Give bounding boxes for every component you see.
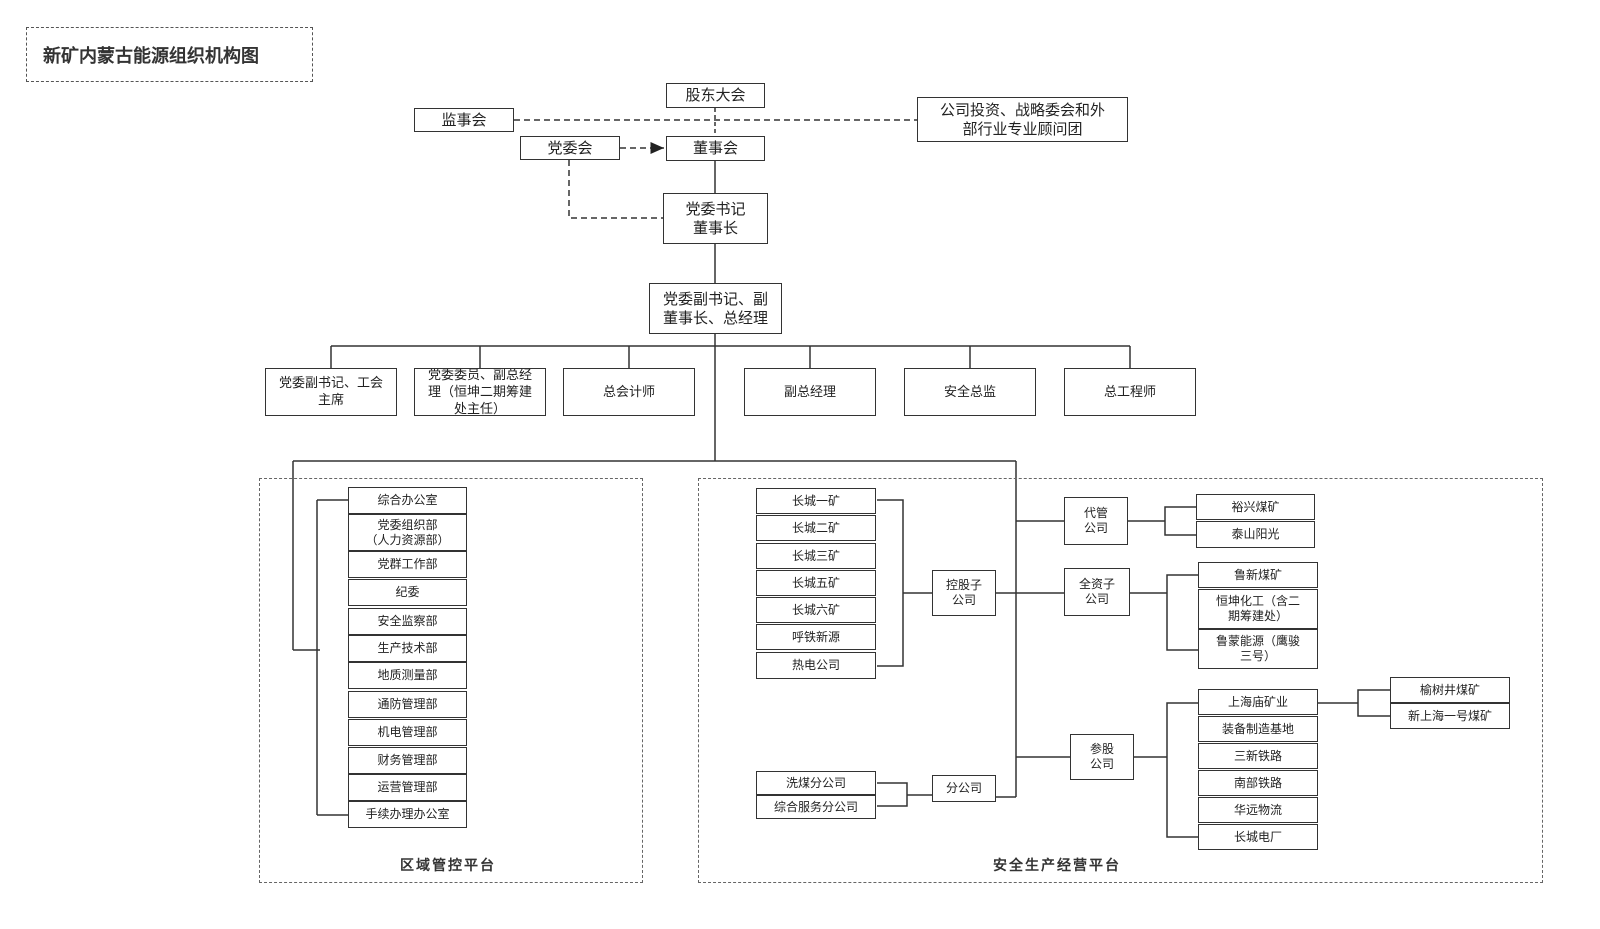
holding-unit-box: 长城三矿 <box>756 543 876 569</box>
department-box: 运营管理部 <box>348 774 467 801</box>
holding-unit-box: 长城一矿 <box>756 488 876 514</box>
equity-sub-unit-box: 榆树井煤矿 <box>1390 677 1510 703</box>
department-box: 通防管理部 <box>348 691 467 718</box>
party-committee-box: 党委会 <box>520 136 620 160</box>
equity-unit-box: 装备制造基地 <box>1198 716 1318 742</box>
executive-box: 副总经理 <box>744 368 876 416</box>
wholly-owned-unit-box: 恒坤化工（含二 期筹建处） <box>1198 589 1318 629</box>
department-box: 党群工作部 <box>348 551 467 578</box>
equity-unit-box: 长城电厂 <box>1198 824 1318 850</box>
managed-unit-box: 泰山阳光 <box>1196 521 1315 548</box>
department-box: 党委组织部 （人力资源部） <box>348 514 467 551</box>
holding-unit-box: 长城二矿 <box>756 515 876 541</box>
executive-box: 安全总监 <box>904 368 1036 416</box>
secretary-box: 党委书记 董事长 <box>663 193 768 244</box>
supervisors-box: 监事会 <box>414 108 514 132</box>
equity-sub-unit-box: 新上海一号煤矿 <box>1390 703 1510 729</box>
holding-company-box: 控股子 公司 <box>932 570 996 616</box>
department-box: 财务管理部 <box>348 747 467 774</box>
managed-company-box: 代管 公司 <box>1064 497 1128 545</box>
department-box: 地质测量部 <box>348 662 467 689</box>
holding-unit-box: 呼铁新源 <box>756 624 876 650</box>
production-platform-frame <box>698 478 1543 883</box>
department-box: 安全监察部 <box>348 608 467 635</box>
wholly-owned-unit-box: 鲁蒙能源（鹰骏 三号） <box>1198 629 1318 669</box>
department-box: 综合办公室 <box>348 487 467 514</box>
executive-box: 党委委员、副总经 理（恒坤二期筹建 处主任） <box>414 368 546 416</box>
executive-box: 党委副书记、工会 主席 <box>265 368 397 416</box>
wholly-owned-company-box: 全资子 公司 <box>1064 568 1130 616</box>
department-box: 纪委 <box>348 579 467 606</box>
deputy-box: 党委副书记、副 董事长、总经理 <box>649 283 782 334</box>
branch-unit-box: 洗煤分公司 <box>756 771 876 795</box>
regional-platform-label: 区域管控平台 <box>400 858 496 874</box>
equity-company-box: 参股 公司 <box>1070 734 1134 780</box>
equity-unit-box: 三新铁路 <box>1198 743 1318 769</box>
equity-unit-box: 南部铁路 <box>1198 770 1318 796</box>
executive-box: 总会计师 <box>563 368 695 416</box>
production-platform-label: 安全生产经营平台 <box>993 858 1121 874</box>
board-box: 董事会 <box>666 136 765 161</box>
executive-box: 总工程师 <box>1064 368 1196 416</box>
party-secretary-link <box>568 160 663 219</box>
department-box: 机电管理部 <box>348 719 467 746</box>
equity-unit-box: 华远物流 <box>1198 797 1318 823</box>
equity-unit-box: 上海庙矿业 <box>1198 689 1318 715</box>
branch-unit-box: 综合服务分公司 <box>756 795 876 819</box>
managed-unit-box: 裕兴煤矿 <box>1196 494 1315 520</box>
branch-company-box: 分公司 <box>932 775 996 802</box>
wholly-owned-unit-box: 鲁新煤矿 <box>1198 562 1318 588</box>
department-box: 生产技术部 <box>348 635 467 662</box>
regional-platform-frame <box>259 478 643 883</box>
holding-unit-box: 长城六矿 <box>756 597 876 623</box>
holding-unit-box: 热电公司 <box>756 652 876 679</box>
shareholders-box: 股东大会 <box>666 83 765 108</box>
department-box: 手续办理办公室 <box>348 801 467 828</box>
advisory-box: 公司投资、战略委会和外 部行业专业顾问团 <box>917 97 1128 142</box>
page-title: 新矿内蒙古能源组织机构图 <box>26 27 313 82</box>
holding-unit-box: 长城五矿 <box>756 570 876 596</box>
